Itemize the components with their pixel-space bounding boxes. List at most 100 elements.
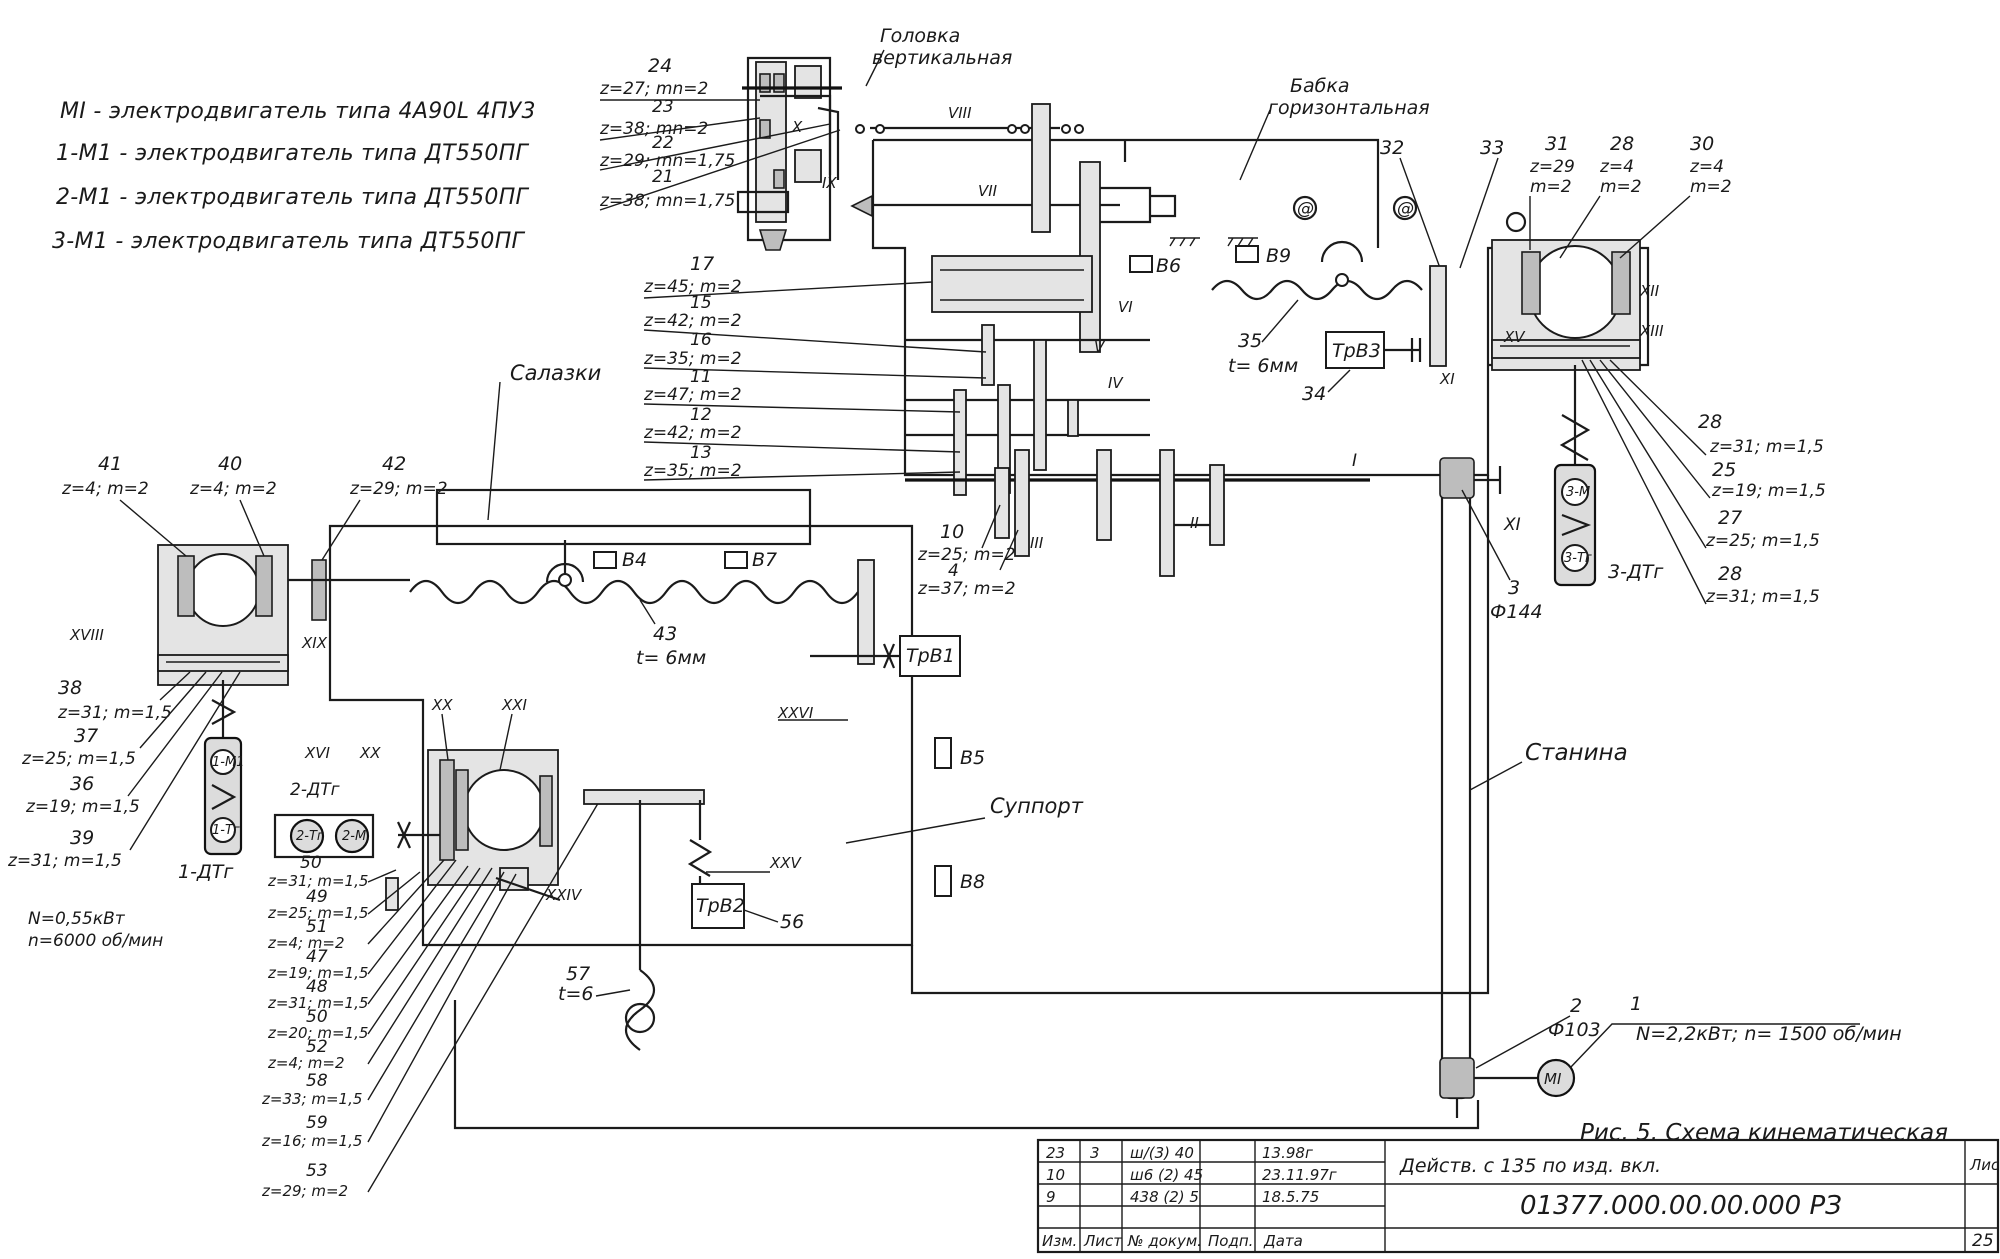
tb-head-list: Лист <box>1083 1232 1123 1250</box>
head-name-2: вертикальная <box>872 47 1012 69</box>
belt-drive: 3 Ф144 XI 2 Ф103 МI 1 N=2,2кВт; n= 1500 … <box>1439 457 1902 1118</box>
gear-b8-spec: z=16; m=1,5 <box>261 1132 362 1150</box>
gear-39-num: 39 <box>70 827 94 849</box>
shaft-XXIV: XXIV <box>545 886 583 904</box>
head-name-leader <box>865 49 885 87</box>
bed-name: Станина <box>1525 740 1628 766</box>
circ-b: @ <box>1397 199 1414 219</box>
gear-r4-spec: z=31; m=1,5 <box>1705 587 1820 607</box>
gear-r3-spec: z=25; m=1,5 <box>1705 531 1820 551</box>
gear-31-spec: z=29 <box>1529 157 1575 177</box>
unit-outlines <box>157 56 1650 1130</box>
left-wheel <box>186 553 260 627</box>
trv3-num: 34 <box>1302 383 1326 405</box>
shaft-XV: XV <box>1503 328 1526 346</box>
bottom-gear-labels: 50 z=31; m=1,5 49 z=25; m=1,5 51 z=4; m=… <box>261 799 601 1200</box>
shaft-II: II <box>1190 514 1199 532</box>
legend-line-3: 2-M1 - электродвигатель типа ДТ550ПГ <box>56 185 530 210</box>
shaft-XXV: XXV <box>769 854 803 872</box>
spindle-nose <box>850 194 873 218</box>
screw-43-pitch: t= 6мм <box>636 647 706 669</box>
gear-r2-spec: z=19; m=1,5 <box>1711 481 1826 501</box>
motor-small-spec1: N=0,55кВт <box>28 909 126 929</box>
gear-b1-num: 49 <box>306 887 328 907</box>
screw-57-curve <box>624 969 656 1051</box>
feed-screw-35: 35 t= 6мм ТрВ3 34 XI <box>1211 240 1455 405</box>
tb-head-izm: Изм. <box>1042 1232 1077 1250</box>
motor-2-a <box>289 818 325 854</box>
gear-42 <box>311 559 327 621</box>
tb-sheet: 25 <box>1972 1231 1994 1251</box>
gear-15-spec: z=42; m=2 <box>643 311 742 331</box>
pulley-2 <box>1439 1057 1475 1099</box>
gear-42-spec: z=29; m=2 <box>349 479 448 499</box>
gear-22-spec: z=29; mn=1,75 <box>599 151 735 171</box>
gear-42-num: 42 <box>382 453 406 475</box>
motor-2-m: 2-М <box>342 829 366 844</box>
main-motor <box>1536 1058 1576 1098</box>
gear-31-spec2: m=2 <box>1530 177 1572 197</box>
gear-41-num: 41 <box>98 453 122 475</box>
gear-4-num: 4 <box>948 561 959 581</box>
gear-17-num: 17 <box>690 253 714 275</box>
gear-b5-spec: z=20; m=1,5 <box>267 1024 368 1042</box>
label-1: 1 <box>1630 993 1642 1015</box>
gear-12-spec: z=42; m=2 <box>643 423 742 443</box>
support-name-leader <box>845 817 986 844</box>
screw-57-pitch: t=6 <box>558 983 593 1005</box>
shaft-XXI: XX <box>431 696 453 714</box>
trv2-box <box>691 883 745 929</box>
gear-36-num: 36 <box>70 773 94 795</box>
dt2-label: 2-ДТг <box>290 780 340 800</box>
switch-B5: В5 <box>960 747 985 769</box>
trv2-label: ТрВ2 <box>696 895 745 917</box>
gear-16-spec: z=35; m=2 <box>643 349 742 369</box>
gear-15-num: 15 <box>690 293 712 313</box>
shaft-VII: VII <box>978 182 998 200</box>
shaft-XVIII: XVIII <box>69 626 104 644</box>
motor-legend: MI - электродвигатель типа 4А90L 4ПУ3 1-… <box>52 99 535 254</box>
gear-b5-num: 50 <box>306 1007 328 1027</box>
gear-10-spec: z=25; m=2 <box>917 545 1016 565</box>
shaft-V: V <box>1094 338 1106 356</box>
shaft-VIII: VIII <box>948 104 972 122</box>
unit-names: Головка вертикальная Бабка горизонтальна… <box>487 25 1628 844</box>
gear-r1-spec: z=31; m=1,5 <box>1709 437 1824 457</box>
gear-24-num: 24 <box>648 55 672 77</box>
spindle-area: VIII VII @ @ 32 33 <box>850 103 1504 353</box>
vertical-spindle <box>758 229 788 251</box>
shaft-XIII: XIII <box>1639 322 1664 340</box>
bottom-wheel <box>463 769 545 851</box>
circ-a: @ <box>1297 199 1314 219</box>
gear-21-num: 21 <box>652 167 674 187</box>
switch-B7: В7 <box>752 549 777 571</box>
gear-16-num: 16 <box>690 330 712 350</box>
slide-name-leader <box>487 381 501 521</box>
gear-41-spec: z=4; m=2 <box>61 479 149 499</box>
motor-2-b <box>334 818 370 854</box>
gear-b7-spec: z=33; m=1,5 <box>261 1090 362 1108</box>
title-block: 23 3 ш/(3) 40 13.98г 10 ш6 (2) 45 23.11.… <box>1036 1138 2000 1254</box>
gear-4-spec: z=37; m=2 <box>917 579 1016 599</box>
screw-43-thread <box>409 579 859 605</box>
belt <box>1440 460 1472 1100</box>
gear-23-spec: z=38; mn=2 <box>599 119 708 139</box>
gear-b4-num: 48 <box>306 977 328 997</box>
gear-17-spec: z=45; m=2 <box>643 277 742 297</box>
trv2-num: 56 <box>780 911 804 933</box>
shaft-XIX: XIX <box>301 634 328 652</box>
gear-38-num: 38 <box>58 677 82 699</box>
gear-24-spec: z=27; mn=2 <box>599 79 708 99</box>
motor-1-m: 1-М1 <box>212 755 244 770</box>
gear-37-spec: z=25; m=1,5 <box>21 749 136 769</box>
gear-b3-num: 47 <box>306 947 328 967</box>
gear-11-spec: z=47; m=2 <box>643 385 742 405</box>
gear-r2-num: 25 <box>1712 459 1736 481</box>
shaft-IX: IX <box>822 174 837 192</box>
switch-B8: В8 <box>960 871 985 893</box>
head-outline <box>746 56 832 242</box>
gear-b6-spec: z=4; m=2 <box>267 1054 345 1072</box>
right-feed-mechanism: XII XIII XV 3-М 3-Тг 3-ДТг <box>1491 211 1664 587</box>
screw-35-thread <box>1211 279 1423 301</box>
